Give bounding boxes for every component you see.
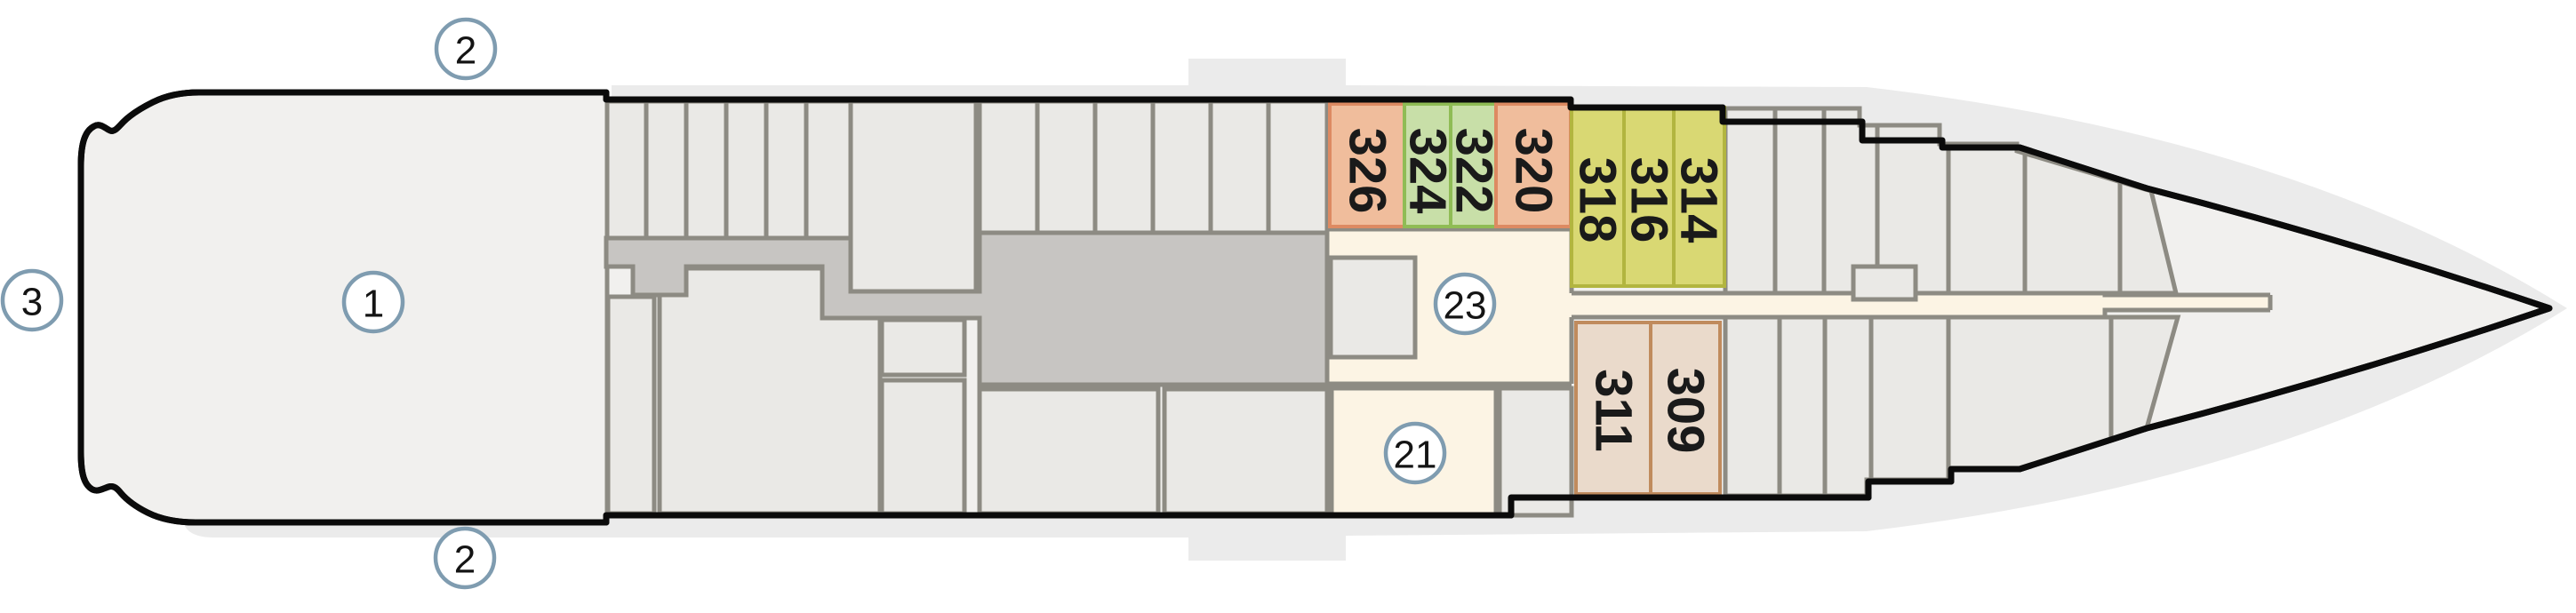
cabin-309[interactable]: 309 (1649, 321, 1722, 496)
marker-2-bottom-label: 2 (454, 538, 476, 582)
cabin-316[interactable]: 316 (1620, 106, 1678, 288)
cabin-311-label: 311 (1585, 369, 1643, 452)
marker-1: 1 (341, 270, 405, 334)
cabin-324-label: 324 (1399, 128, 1457, 214)
cabin-318[interactable]: 318 (1569, 106, 1627, 288)
marker-1-label: 1 (363, 283, 384, 326)
marker-3-label: 3 (21, 281, 43, 324)
cabin-320[interactable]: 320 (1494, 102, 1572, 228)
marker-2-top-label: 2 (455, 29, 476, 73)
corridor (1572, 264, 2273, 320)
marker-23: 23 (1433, 272, 1497, 336)
service-corridor-and-casing (604, 230, 1330, 387)
deck-markers: 3 1 2 2 23 21 (0, 17, 1497, 590)
cabin-row-top-casing (977, 99, 1330, 235)
cabin-row-top-mid (604, 99, 853, 241)
deep-cabin (848, 99, 979, 294)
marker-3: 3 (0, 268, 64, 332)
cabin-322[interactable]: 322 (1445, 102, 1503, 228)
cabin-row-bow-bottom (1723, 314, 2181, 498)
room-23-inner-room (1328, 255, 1418, 360)
room-23 (1324, 227, 1574, 386)
room-lower-c (879, 317, 967, 378)
deck-outline-overlay (77, 89, 2553, 526)
cabin-311[interactable]: 311 (1574, 321, 1652, 496)
cabin-314[interactable]: 314 (1670, 106, 1728, 288)
cabin-309-label: 309 (1657, 368, 1715, 454)
marker-21: 21 (1383, 421, 1447, 485)
cabin-326-label: 326 (1339, 128, 1396, 214)
cabin-314-label: 314 (1670, 157, 1728, 243)
room-lower-f (1162, 386, 1330, 516)
marker-2-top: 2 (434, 17, 498, 81)
room-lower-d (879, 378, 967, 516)
cabin-320-label: 320 (1505, 128, 1563, 214)
cabin-322-label: 322 (1445, 128, 1503, 214)
marker-21-label: 21 (1394, 434, 1437, 477)
room-lower-a (605, 294, 657, 516)
marker-2-bottom: 2 (433, 526, 497, 590)
corridor-stair-box (1851, 264, 1918, 302)
numbered-cabins: 326 324 322 320 318 316 314 311 (1328, 102, 1728, 496)
cabin-318-label: 318 (1569, 157, 1627, 243)
cabin-324[interactable]: 324 (1399, 102, 1457, 228)
room-lower-e (977, 386, 1161, 516)
cabin-326[interactable]: 326 (1328, 102, 1406, 228)
marker-23-label: 23 (1444, 284, 1487, 328)
room-lower-g (1497, 386, 1574, 518)
cabin-316-label: 316 (1620, 157, 1678, 243)
